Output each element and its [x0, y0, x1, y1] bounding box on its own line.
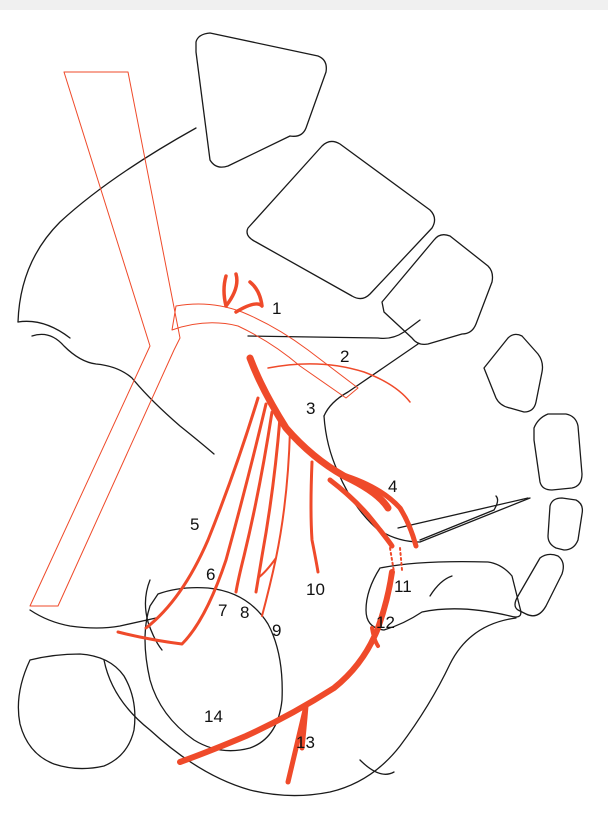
- acetabulum: [18, 654, 135, 769]
- sacrospinous-ligament: [398, 496, 528, 540]
- label-3: 3: [306, 399, 315, 418]
- label-12: 12: [376, 613, 395, 632]
- label-14: 14: [204, 707, 223, 726]
- bone-outlines: [18, 33, 582, 796]
- label-4: 4: [388, 477, 397, 496]
- coccyx-3: [515, 554, 563, 615]
- artery-branch-5: [146, 398, 258, 628]
- label-6: 6: [206, 565, 215, 584]
- coccyx-2: [548, 498, 582, 550]
- label-1: 1: [272, 299, 281, 318]
- sacral-ala: [248, 320, 420, 338]
- ilium-border: [32, 334, 214, 454]
- artery-dotted-segment: [390, 548, 402, 572]
- inferior-gluteal-artery: [330, 480, 392, 546]
- superior-gluteal-artery: [340, 474, 416, 546]
- sacral-block-s3: [382, 235, 493, 345]
- iliolumbar-artery: [224, 274, 262, 312]
- label-13: 13: [296, 733, 315, 752]
- arteries: [30, 72, 416, 782]
- label-9: 9: [272, 621, 281, 640]
- ischial-tuberosity: [360, 760, 394, 774]
- pelvic-brim: [324, 344, 418, 416]
- label-7: 7: [218, 601, 227, 620]
- sacral-block-s4: [484, 334, 543, 412]
- label-2: 2: [340, 347, 349, 366]
- artery-branch-10: [311, 462, 318, 572]
- label-10: 10: [306, 580, 325, 599]
- label-11: 11: [394, 577, 412, 596]
- sacral-block-s2: [247, 141, 435, 298]
- hip-outer-contour: [30, 610, 156, 628]
- label-5: 5: [190, 515, 199, 534]
- artery-branch-9: [258, 430, 290, 616]
- lateral-sacral-artery: [268, 364, 410, 402]
- common-iliac-artery: [30, 72, 180, 606]
- lesser-sciatic-notch: [430, 576, 452, 596]
- sacral-block-s1: [196, 33, 326, 167]
- coccyx-1: [534, 414, 582, 490]
- ischium-outer: [104, 618, 516, 796]
- iliac-wing-inner: [18, 321, 70, 338]
- iliac-wing: [18, 128, 196, 322]
- label-8: 8: [240, 603, 249, 622]
